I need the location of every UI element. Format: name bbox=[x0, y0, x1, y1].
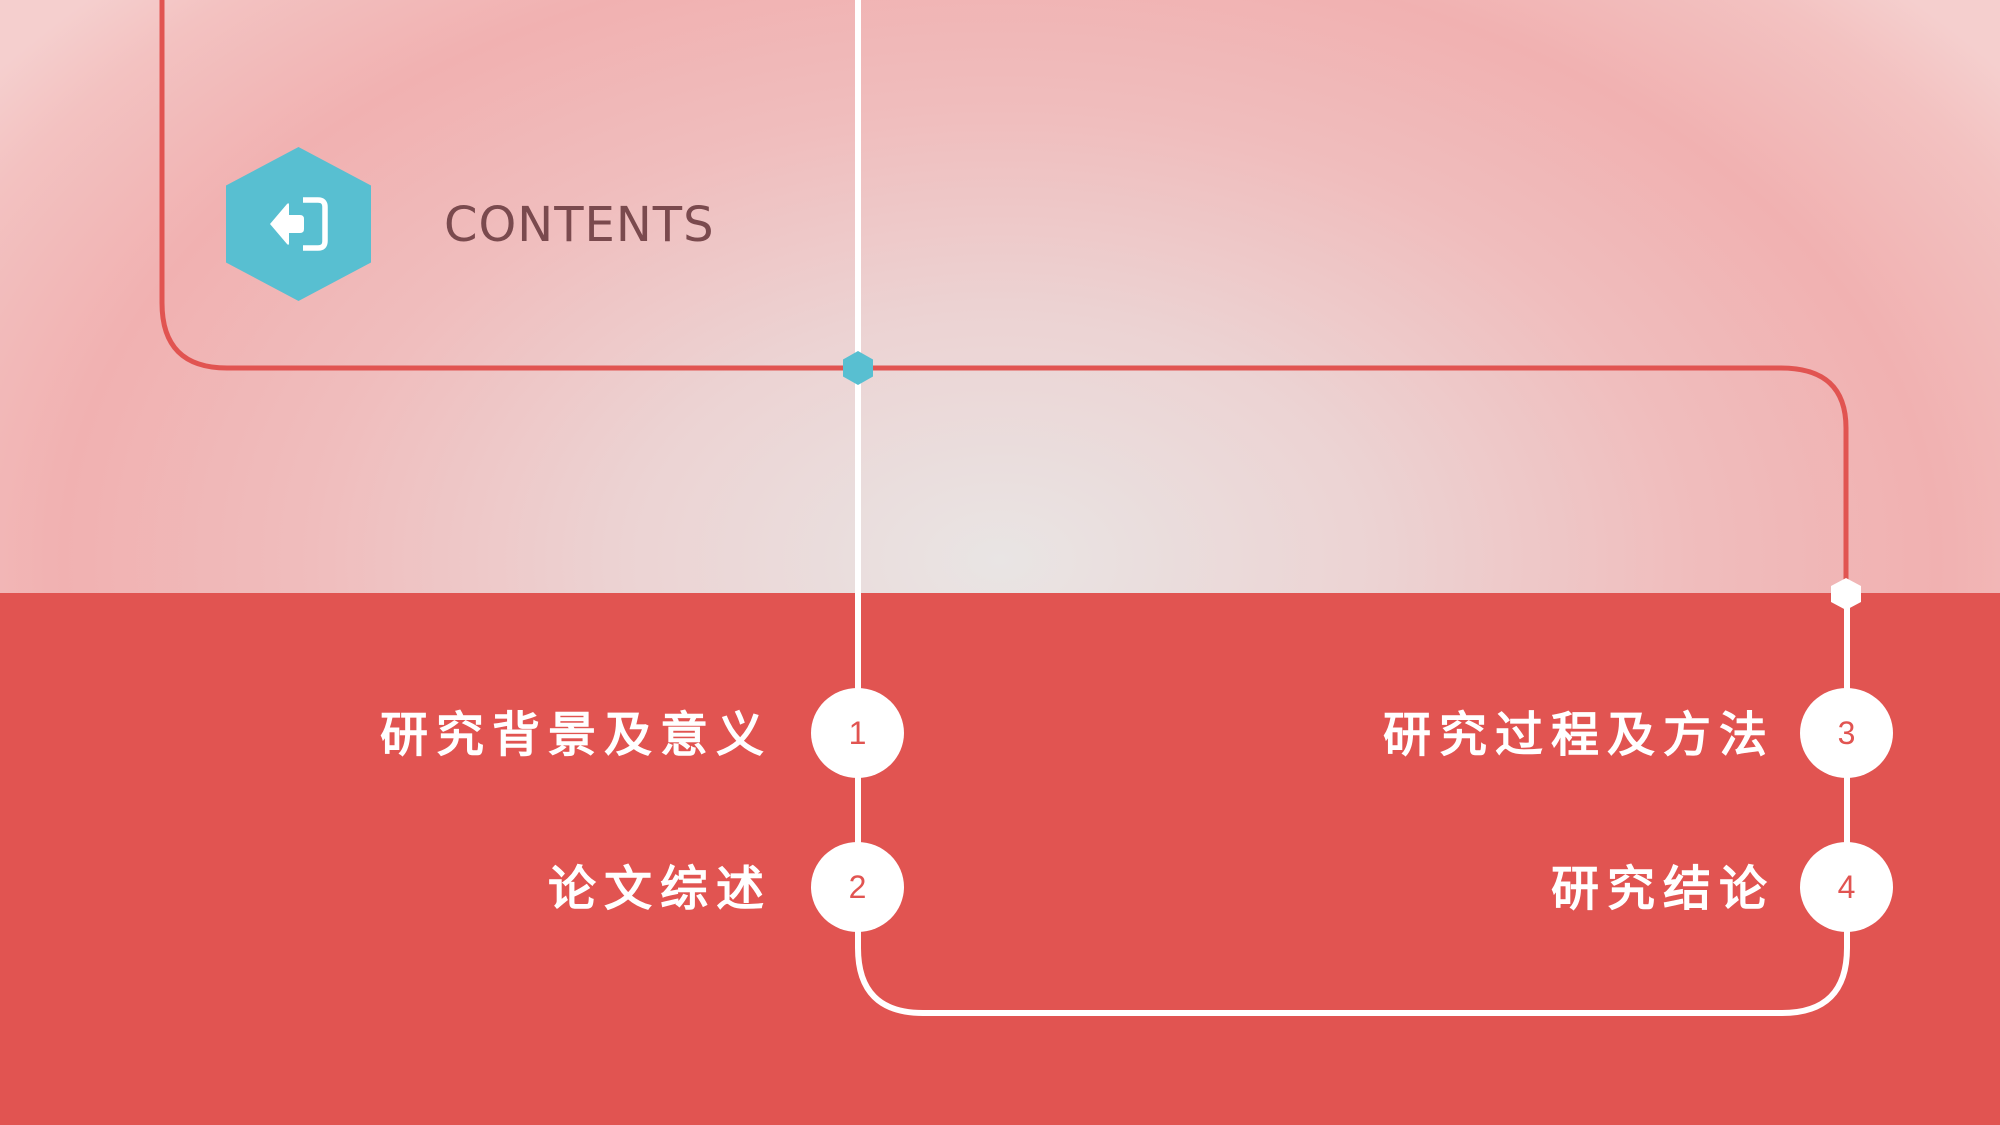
top-gradient-background bbox=[0, 0, 2000, 593]
white-node-hexagon bbox=[1831, 578, 1861, 610]
toc-item-3-number[interactable]: 3 bbox=[1800, 688, 1893, 778]
red-connector-line bbox=[159, 0, 1849, 594]
toc-item-2-label[interactable]: 论文综述 bbox=[547, 861, 772, 917]
bottom-red-band bbox=[0, 593, 2000, 1125]
toc-item-3-label[interactable]: 研究过程及方法 bbox=[1382, 707, 1775, 763]
toc-item-1-label[interactable]: 研究背景及意义 bbox=[379, 707, 772, 763]
toc-item-2-number[interactable]: 2 bbox=[811, 842, 904, 932]
toc-item-4-number[interactable]: 4 bbox=[1800, 842, 1893, 932]
page-title: CONTENTS bbox=[444, 197, 715, 253]
blue-node-hexagon bbox=[843, 351, 873, 385]
white-connector-line bbox=[855, 0, 1850, 1016]
toc-item-4-label[interactable]: 研究结论 bbox=[1550, 861, 1775, 917]
contents-badge bbox=[226, 147, 371, 301]
toc-item-1-number[interactable]: 1 bbox=[811, 688, 904, 778]
hexagon-shape bbox=[226, 147, 371, 301]
exit-arrow-icon bbox=[270, 197, 328, 251]
